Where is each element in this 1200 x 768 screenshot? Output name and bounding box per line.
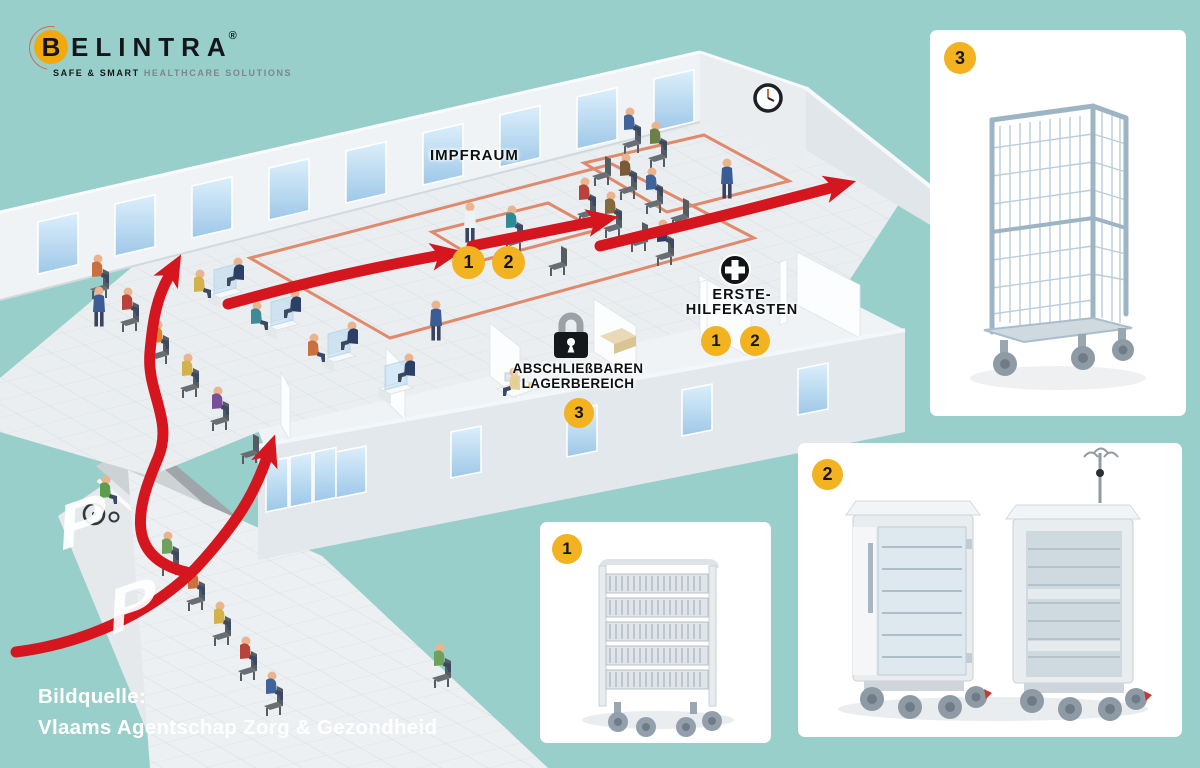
flow-arrows xyxy=(10,175,857,658)
first-aid-cross-icon xyxy=(719,254,751,291)
logo-b-badge: B xyxy=(34,30,68,64)
storage-label: ABSCHLIEßBAREN LAGERBEREICH xyxy=(512,361,644,391)
belintra-logo: B ELINTRA ® SAFE & SMART HEALTHCARE SOLU… xyxy=(20,17,293,79)
product-card-roll-container: 3 xyxy=(930,30,1186,416)
padlock-icon xyxy=(547,306,595,365)
hall-floor xyxy=(0,100,908,476)
wheelchair-icon xyxy=(82,475,120,526)
storage-badge-3: 3 xyxy=(564,398,594,428)
registered-mark: ® xyxy=(228,30,237,42)
people-and-furniture xyxy=(82,107,733,717)
product-badge-2: 2 xyxy=(812,459,843,490)
back-wall xyxy=(0,50,701,301)
product-card-supply-carts: 2 xyxy=(798,443,1182,737)
credit-line1: Bildquelle: xyxy=(38,685,147,708)
first-aid-badge-2: 2 xyxy=(740,326,770,356)
exit-wall xyxy=(699,50,934,226)
credit-line2: Vlaams Agentschap Zorg & Gezondheid xyxy=(38,716,438,739)
product-badge-3: 3 xyxy=(944,42,976,74)
product-card-basket-trolley: 1 xyxy=(540,522,771,743)
impfraum-badge-1: 1 xyxy=(452,246,485,279)
wall-clock-icon xyxy=(753,83,783,113)
supply-carts-photo xyxy=(838,447,1152,721)
logo-wordmark: B ELINTRA ® xyxy=(20,17,292,79)
first-aid-label: ERSTE- HILFEKASTEN xyxy=(685,287,799,318)
logo-letter-b: B xyxy=(41,31,61,62)
logo-tagline: SAFE & SMART HEALTHCARE SOLUTIONS xyxy=(53,68,293,78)
product-badge-1: 1 xyxy=(552,534,582,564)
basket-trolley-photo xyxy=(582,559,734,737)
first-aid-badge-1: 1 xyxy=(701,326,731,356)
impfraum-badge-2: 2 xyxy=(492,246,525,279)
roll-container-photo xyxy=(970,103,1146,390)
logo-word: ELINTRA xyxy=(71,31,233,62)
impfraum-label: IMPFRAUM xyxy=(430,147,519,164)
image-credit: Bildquelle: Vlaams Agentschap Zorg & Gez… xyxy=(38,681,437,743)
